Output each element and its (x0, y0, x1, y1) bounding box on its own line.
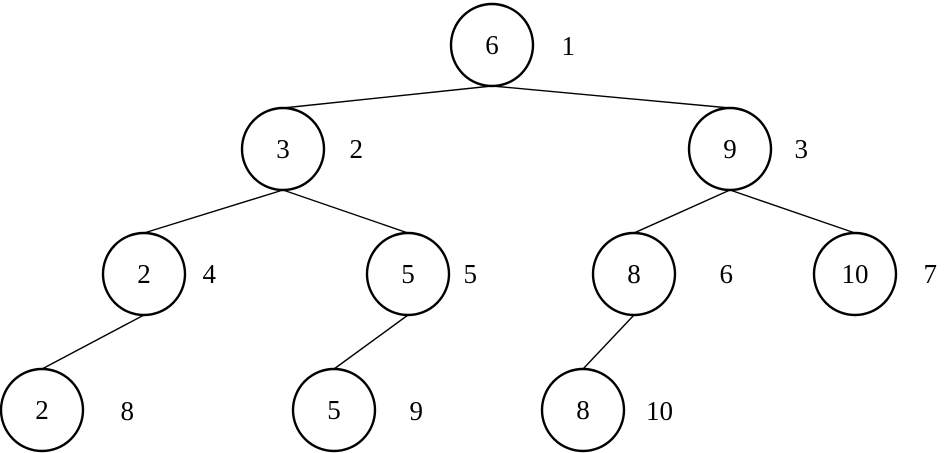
node-value: 2 (137, 259, 151, 289)
node-circle (291, 367, 377, 453)
node-value: 10 (842, 259, 869, 289)
node-value: 6 (485, 30, 499, 60)
node-circle (449, 2, 535, 88)
node-circle (687, 106, 773, 192)
tree-edge-n6-n10 (582, 314, 635, 370)
tree-node: 10 7 (812, 231, 938, 317)
tree-edge-n5-n9 (333, 314, 409, 370)
node-index-label: 1 (562, 31, 576, 61)
node-circle (591, 231, 677, 317)
tree-node: 8 10 (540, 367, 673, 453)
tree-edge-n2-n4 (143, 189, 284, 234)
node-index-label: 4 (203, 259, 217, 289)
tree-edge-n1-n3 (491, 85, 731, 109)
node-index-label: 7 (924, 259, 938, 289)
node-value: 8 (627, 259, 641, 289)
node-index-label: 8 (121, 396, 135, 426)
node-circle (0, 367, 85, 453)
tree-edges (41, 85, 856, 370)
node-index-label: 5 (464, 259, 478, 289)
tree-edge-n4-n8 (41, 314, 145, 370)
node-circle (365, 231, 451, 317)
node-circle (540, 367, 626, 453)
node-value: 5 (401, 259, 415, 289)
node-index-label: 9 (410, 396, 424, 426)
tree-edge-n3-n6 (633, 189, 731, 234)
node-index-label: 10 (646, 396, 673, 426)
node-index-label: 3 (795, 134, 809, 164)
tree-edge-n2-n5 (282, 189, 409, 234)
node-index-label: 6 (720, 259, 734, 289)
tree-edge-n3-n7 (729, 189, 856, 234)
tree-edge-n1-n2 (282, 85, 493, 109)
node-value: 9 (723, 134, 737, 164)
node-value: 3 (276, 134, 290, 164)
node-circle (240, 106, 326, 192)
node-value: 8 (576, 395, 590, 425)
node-index-label: 2 (350, 134, 364, 164)
node-circle (101, 231, 187, 317)
node-circle (812, 231, 898, 317)
node-value: 2 (35, 395, 49, 425)
node-value: 5 (327, 395, 341, 425)
